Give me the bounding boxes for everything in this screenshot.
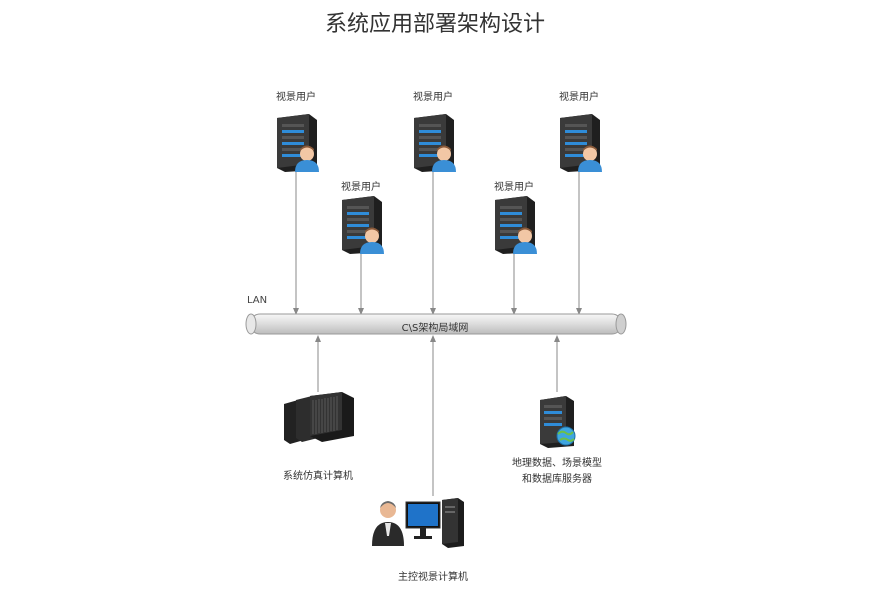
user-label: 视景用户 — [413, 92, 453, 103]
server-user-icon — [414, 114, 456, 172]
server-rack-cluster-icon — [284, 392, 354, 444]
master-label: 主控视景计算机 — [398, 572, 468, 583]
geodata-label-line1: 地理数据、场景模型 — [512, 458, 602, 469]
database-server-icon — [540, 396, 576, 448]
user-label: 视景用户 — [276, 92, 316, 103]
lan-bus-pipe — [245, 313, 627, 335]
server-user-icon — [342, 196, 384, 254]
user-label: 视景用户 — [494, 182, 534, 193]
server-user-icon — [495, 196, 537, 254]
lan-label: LAN — [247, 295, 268, 306]
server-user-icon — [277, 114, 319, 172]
operator-workstation-icon — [372, 498, 464, 548]
simulation-label: 系统仿真计算机 — [283, 471, 353, 482]
geodata-label-line2: 和数据库服务器 — [522, 474, 592, 485]
bus-label: C\S架构局域网 — [401, 323, 469, 334]
user-label: 视景用户 — [559, 92, 599, 103]
user-label: 视景用户 — [341, 182, 381, 193]
geodata-label: 地理数据、场景模型 和数据库服务器 — [496, 456, 618, 488]
server-user-icon — [560, 114, 602, 172]
diagram-title: 系统应用部署架构设计 — [324, 12, 545, 37]
